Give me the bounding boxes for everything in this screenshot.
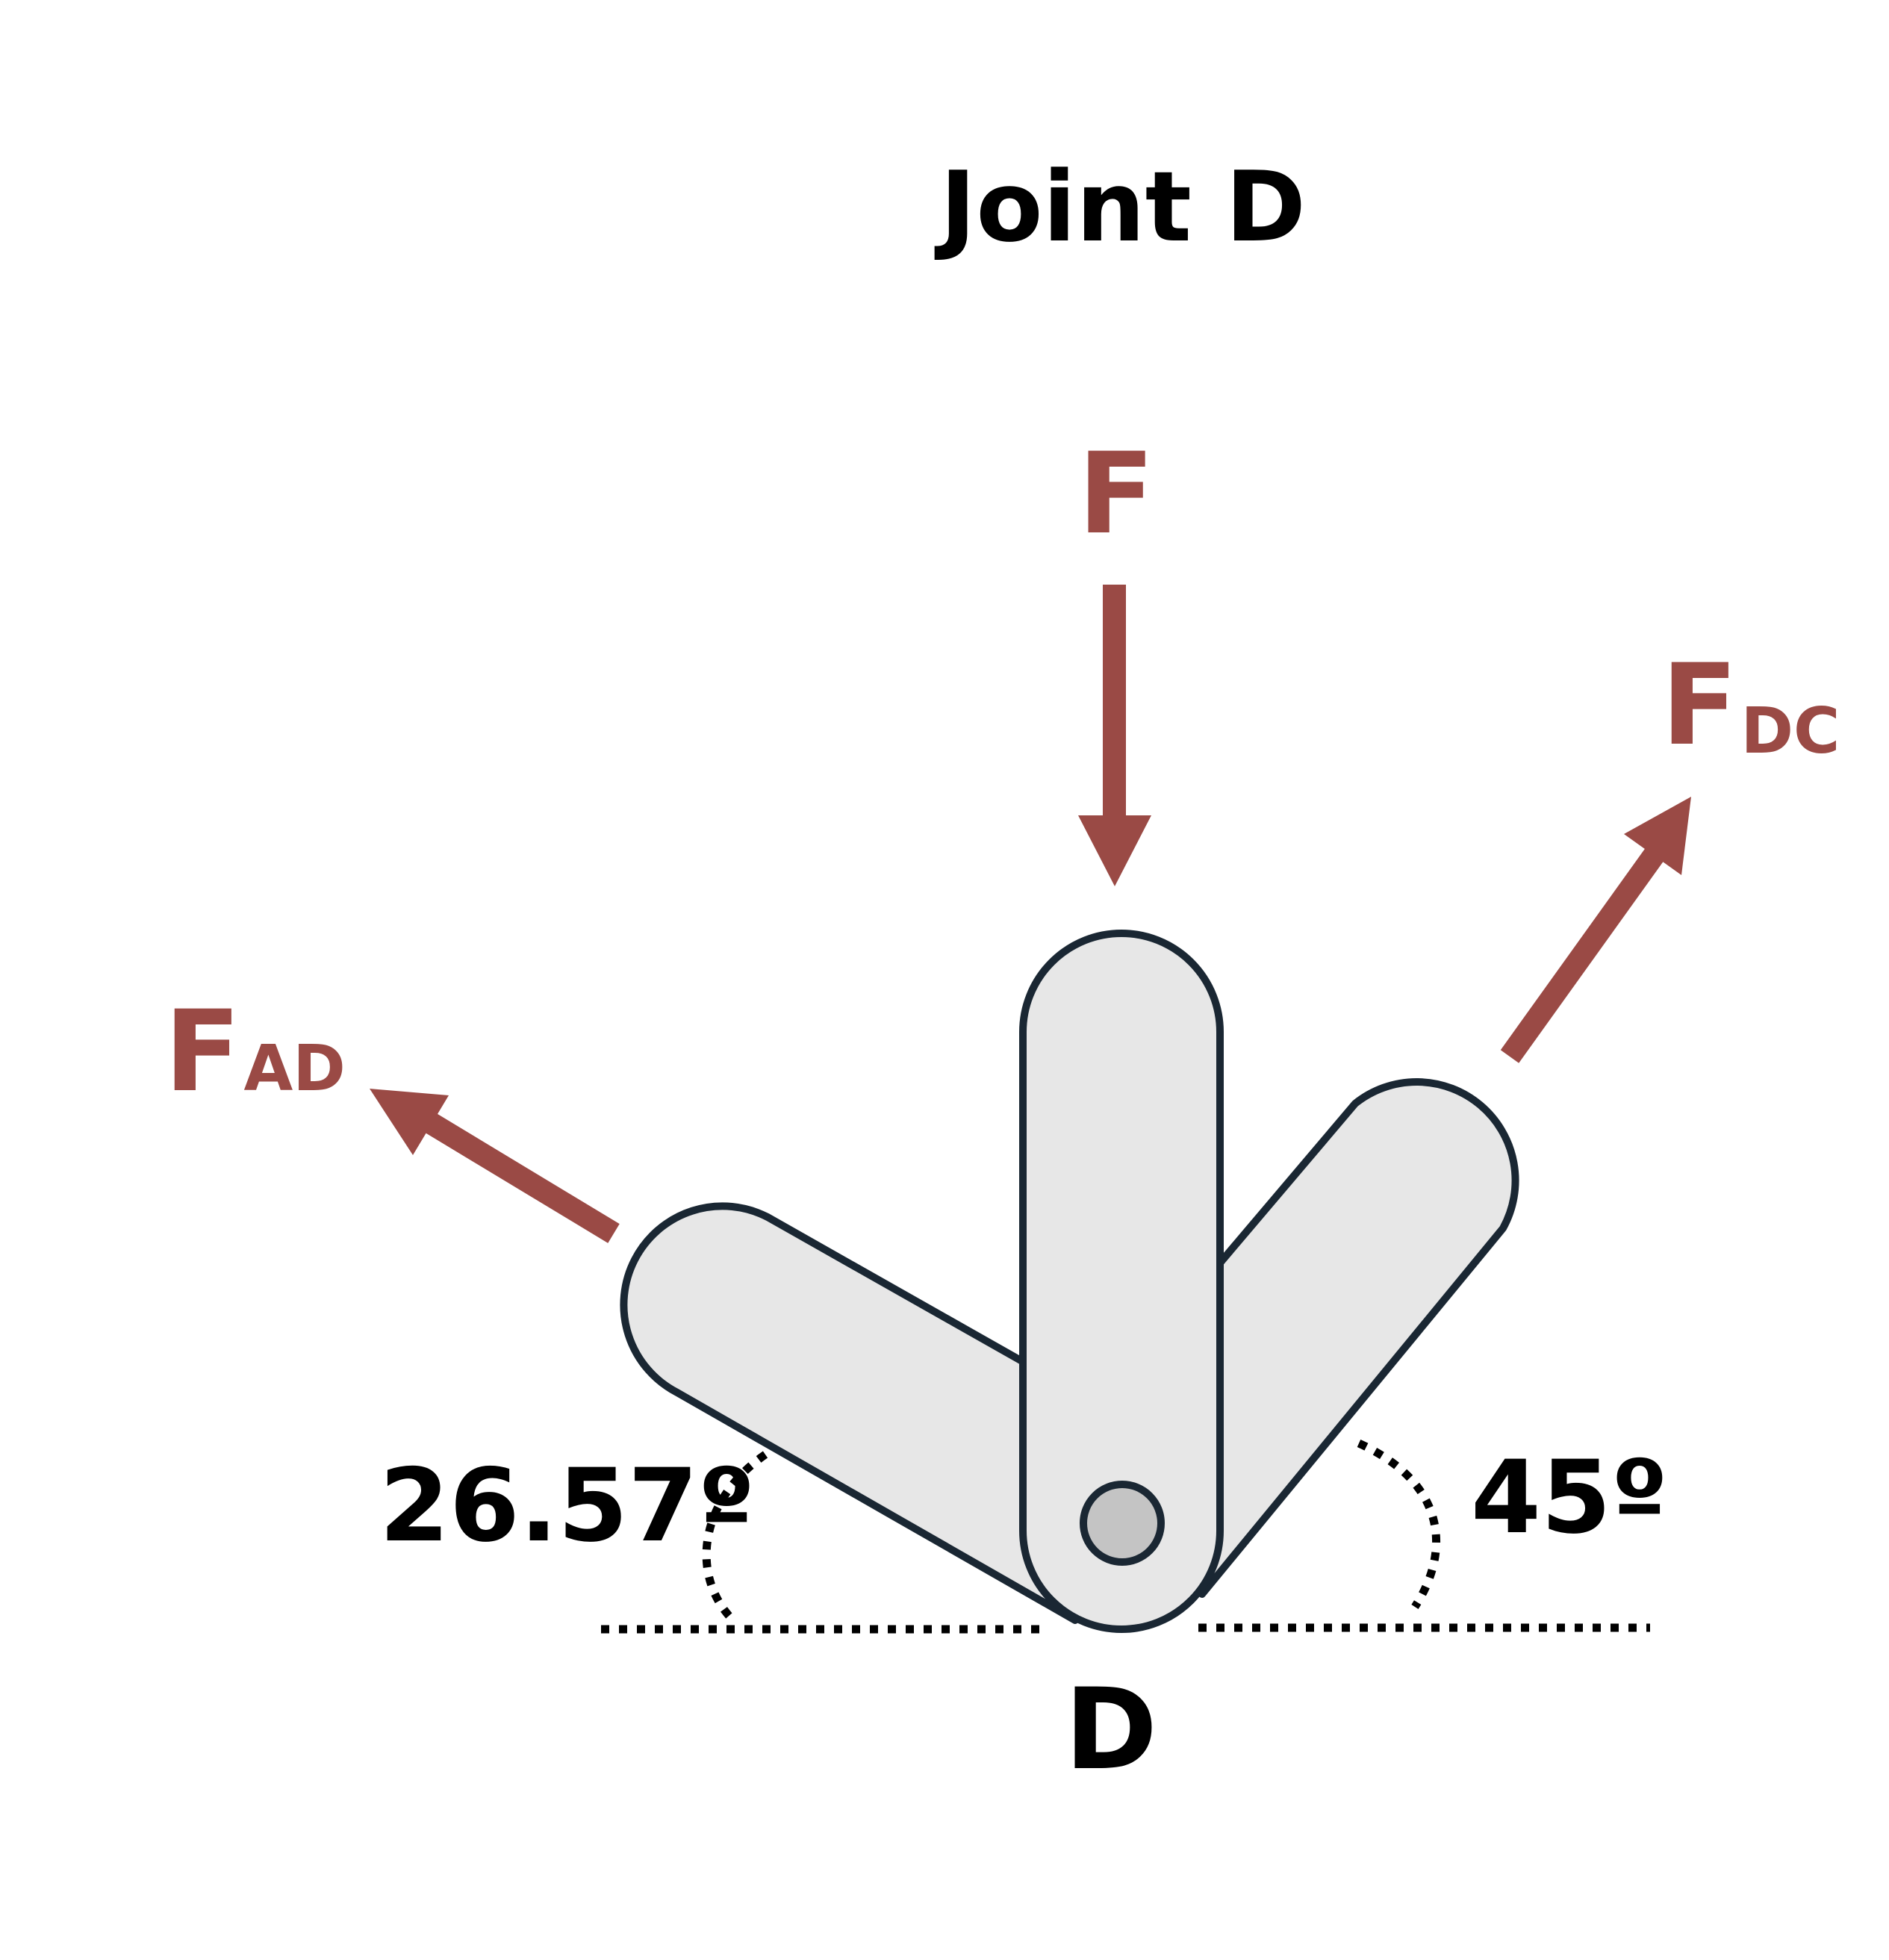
member-dc [1198,1078,1519,1598]
joint-label: D [1065,1665,1158,1795]
left-angle-label: 26.57º [379,1447,755,1564]
force-f-label: F [1078,429,1154,559]
member-ad [620,1202,1079,1624]
force-fdc-arrow [1500,797,1691,1063]
diagram-title: Joint D [934,150,1306,264]
right-angle-arc [1357,1439,1440,1609]
force-fdc-label: FDC [1661,641,1840,771]
left-angle-arc [702,1451,768,1622]
right-angle-label: 45º [1471,1439,1668,1556]
force-f-arrow [1078,585,1151,886]
force-fad-arrow [370,1089,620,1243]
member-vertical [1019,930,1224,1633]
force-fad-label: FAD [164,987,346,1117]
pin-d [1080,1481,1165,1566]
